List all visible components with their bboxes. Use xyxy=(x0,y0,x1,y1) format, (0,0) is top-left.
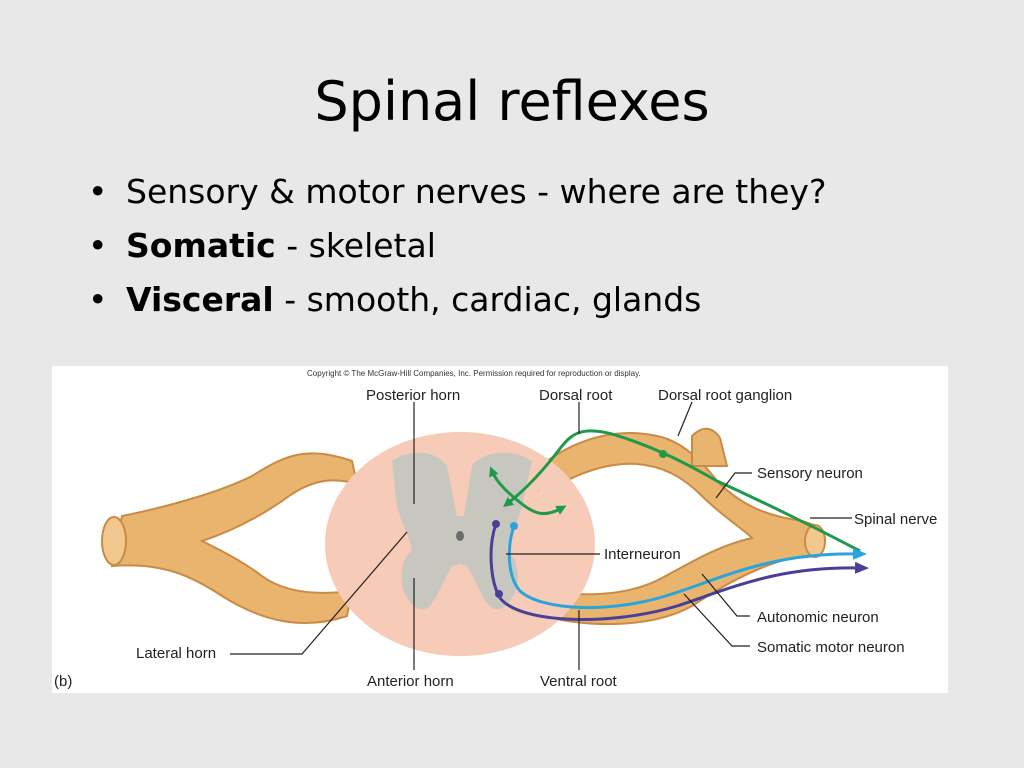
bullet-item: • Somatic - skeletal xyxy=(88,219,826,273)
dorsal-root-ganglion xyxy=(691,427,729,467)
sensory-cell-body xyxy=(659,450,667,458)
label-dorsal-root-ganglion: Dorsal root ganglion xyxy=(658,387,792,404)
label-sensory-neuron: Sensory neuron xyxy=(757,465,863,482)
label-autonomic-neuron: Autonomic neuron xyxy=(757,609,879,626)
bullet-item: • Visceral - smooth, cardiac, glands xyxy=(88,273,826,327)
slide-title: Spinal reflexes xyxy=(314,70,710,133)
somatic-motor-cell-body xyxy=(492,520,500,528)
copyright-text: Copyright © The McGraw-Hill Companies, I… xyxy=(307,369,641,378)
bullet-strong: Visceral xyxy=(126,280,274,319)
label-interneuron: Interneuron xyxy=(604,546,681,563)
sensory-neuron-path xyxy=(503,429,861,553)
somatic-motor-neuron-path xyxy=(489,523,869,621)
bullet-text: Sensory & motor nerves - where are they? xyxy=(126,172,827,211)
label-spinal-nerve: Spinal nerve xyxy=(854,511,937,528)
autonomic-cell-body xyxy=(510,522,518,530)
bullet-text: - skeletal xyxy=(275,226,436,265)
autonomic-neuron-path xyxy=(507,525,867,610)
spinal-cord-figure: Copyright © The McGraw-Hill Companies, I… xyxy=(52,366,948,693)
left-spinal-nerve xyxy=(101,452,359,625)
neuron-pathways xyxy=(489,429,869,621)
spinal-cord xyxy=(325,432,595,656)
leader-lines xyxy=(230,401,852,670)
label-lateral-horn: Lateral horn xyxy=(136,645,216,662)
label-somatic-motor-neuron: Somatic motor neuron xyxy=(757,639,905,656)
label-posterior-horn: Posterior horn xyxy=(366,387,460,404)
label-anterior-horn: Anterior horn xyxy=(367,673,454,690)
bullet-list: • Sensory & motor nerves - where are they… xyxy=(88,165,826,327)
label-dorsal-root: Dorsal root xyxy=(539,387,613,404)
bullet-strong: Somatic xyxy=(126,226,276,265)
label-ventral-root: Ventral root xyxy=(540,673,618,690)
bullet-marker: • xyxy=(88,280,108,319)
bullet-marker: • xyxy=(88,172,108,211)
bullet-marker: • xyxy=(88,226,108,265)
bullet-text: - smooth, cardiac, glands xyxy=(273,280,702,319)
panel-letter: (b) xyxy=(54,673,72,690)
bullet-item: • Sensory & motor nerves - where are they… xyxy=(88,165,826,219)
spinal-cord-diagram: Copyright © The McGraw-Hill Companies, I… xyxy=(54,369,937,690)
